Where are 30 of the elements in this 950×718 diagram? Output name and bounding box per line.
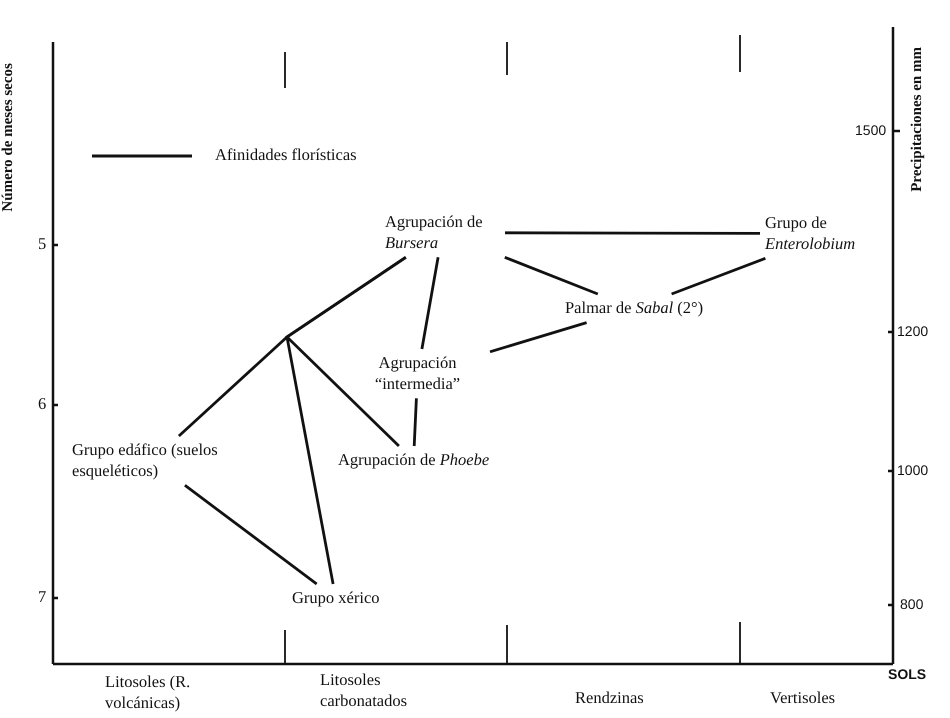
vegetation-group-label: Grupo edáfico (suelos esqueléticos) [72, 440, 232, 482]
vegetation-group-label: Agrupación de Bursera [385, 212, 500, 254]
vegetation-group-label: Grupo de Enterolobium [765, 213, 895, 254]
tick-label: 7 [38, 587, 46, 608]
connector-line [490, 321, 587, 354]
legend-text: Afinidades florísticas [215, 145, 357, 166]
axis-title: Precipitaciones en mm [908, 47, 926, 192]
category-label: Litosoles (R. volcánicas) [105, 672, 192, 714]
tick-label: 1500 [855, 122, 886, 140]
connector-line [505, 231, 760, 235]
vegetation-group-label: Palmar de Sabal (2°) [565, 298, 704, 319]
tick-label: 800 [900, 596, 924, 614]
connector-line [420, 257, 440, 350]
category-label: Vertisoles [770, 688, 836, 709]
tick-label: 1000 [897, 462, 928, 480]
axis-title: Número de meses secos [0, 63, 17, 212]
connector-line [184, 484, 318, 586]
vegetation-group-label: Grupo xérico [292, 588, 380, 609]
vegetation-group-label: Agrupación “intermedia” [350, 353, 485, 394]
category-label: Litosoles carbonatados [320, 670, 408, 712]
vegetation-group-label: Agrupación de Phoebe [338, 450, 490, 471]
axis-title: SOLS [888, 666, 926, 684]
tick-label: 6 [38, 394, 46, 415]
connector-line [285, 256, 407, 584]
connector-line [504, 256, 598, 296]
tick-label: 5 [38, 234, 46, 255]
tick-label: 1200 [897, 323, 928, 340]
connector-line [412, 398, 418, 446]
connector-line [671, 257, 766, 296]
category-label: Rendzinas [575, 688, 644, 709]
